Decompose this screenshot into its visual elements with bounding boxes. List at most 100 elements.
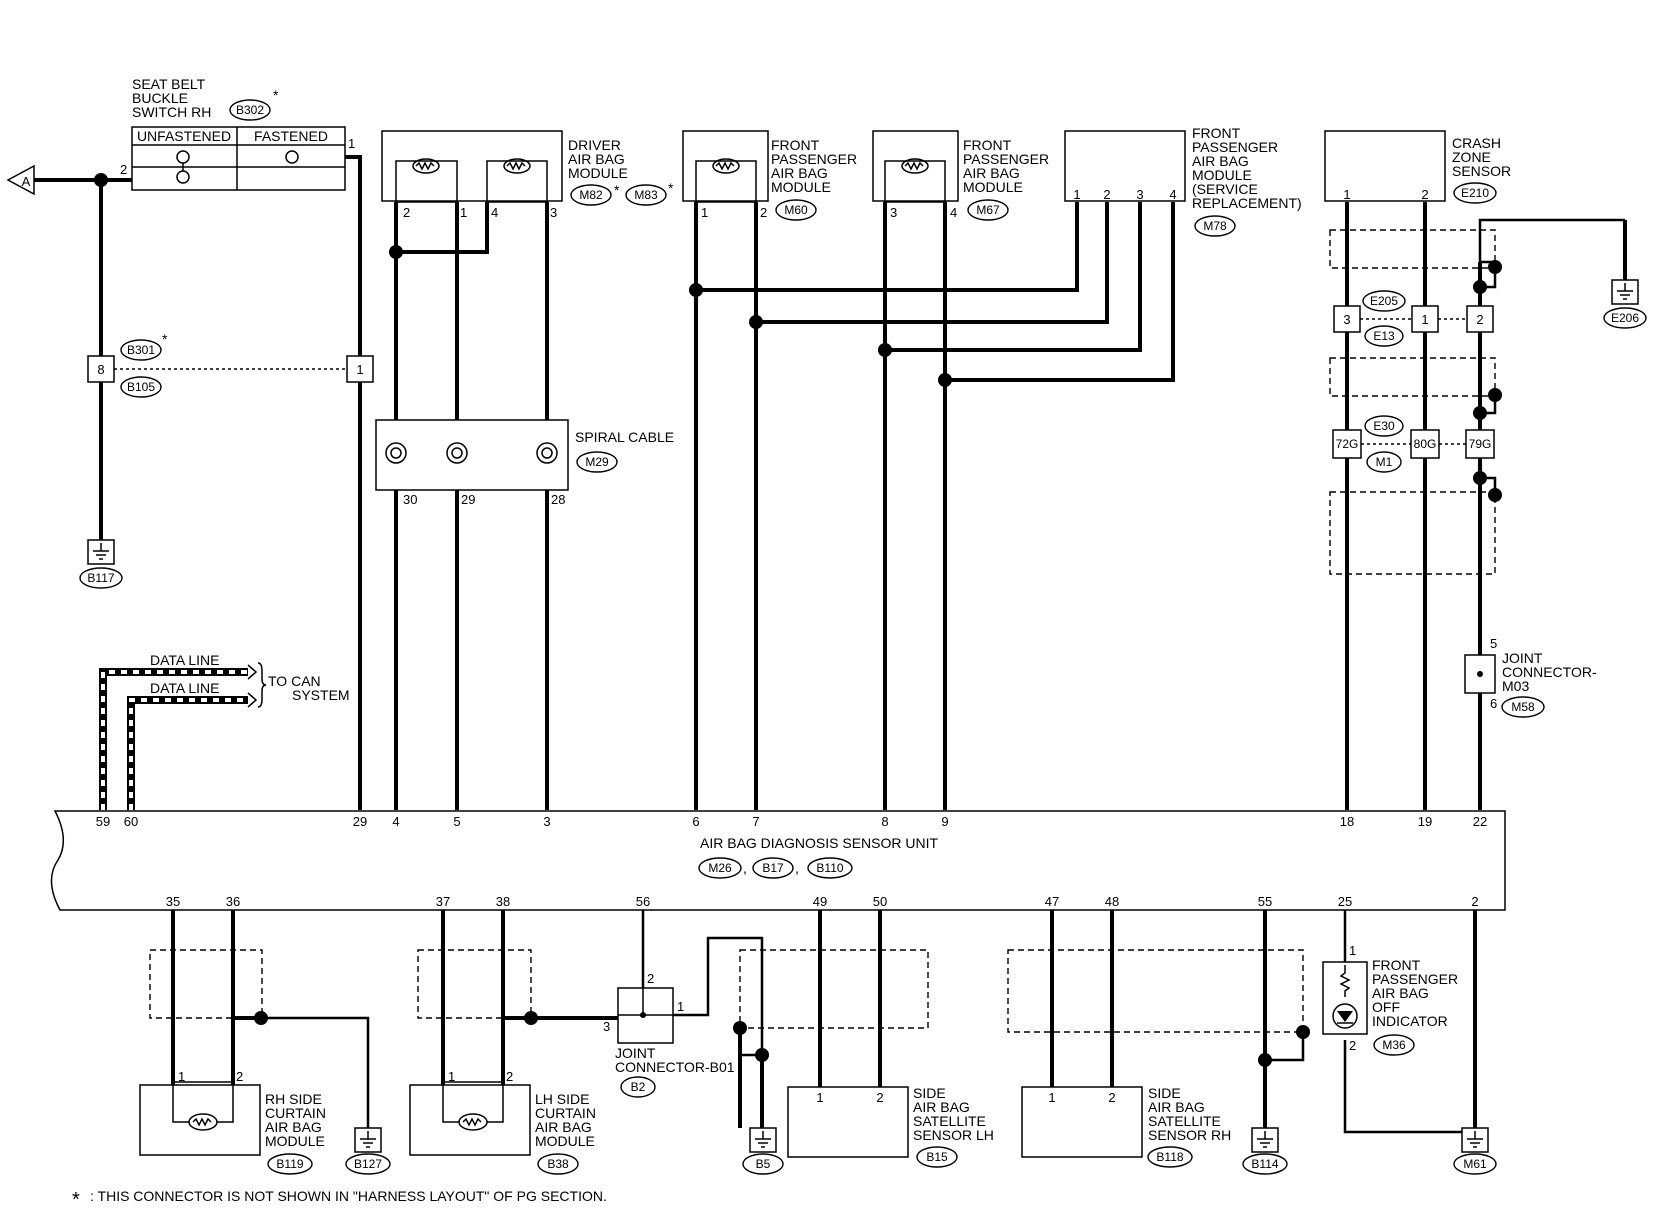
svg-text:1: 1 (816, 1090, 823, 1105)
svg-text:25: 25 (1338, 894, 1352, 909)
svg-text:28: 28 (551, 492, 565, 507)
svg-text:1: 1 (1048, 1090, 1055, 1105)
svg-text:2: 2 (1476, 312, 1483, 327)
svg-text:SYSTEM: SYSTEM (292, 687, 350, 703)
svg-text:TO CAN: TO CAN (268, 673, 321, 689)
svg-text:B117: B117 (87, 571, 114, 585)
svg-text:M29: M29 (585, 455, 609, 469)
svg-text:79G: 79G (1469, 437, 1492, 451)
front-passenger-airbag-m60: 1 2 FRONT PASSENGER AIR BAG MODULE M60 (682, 130, 857, 221)
svg-text:1: 1 (356, 362, 363, 377)
svg-text:E210: E210 (1461, 186, 1489, 200)
side-airbag-satellite-sensor-lh: 1 2 SIDE AIR BAG SATELLITE SENSOR LH B15 (787, 1085, 994, 1168)
svg-text:DRIVER: DRIVER (568, 137, 621, 153)
svg-text:8: 8 (881, 814, 888, 829)
svg-text:2: 2 (1349, 1038, 1356, 1053)
svg-text:MODULE: MODULE (963, 179, 1023, 195)
svg-text:36: 36 (226, 894, 240, 909)
svg-text:7: 7 (752, 814, 759, 829)
svg-text:DATA LINE: DATA LINE (150, 652, 220, 668)
ground-b5: B5 (742, 1055, 784, 1175)
svg-text:CURTAIN: CURTAIN (535, 1105, 596, 1121)
svg-text:B110: B110 (816, 861, 843, 875)
svg-text:1: 1 (1421, 312, 1428, 327)
svg-text:72G: 72G (1336, 437, 1359, 451)
offpage-marker-a: A (6, 164, 35, 196)
svg-text:59: 59 (96, 814, 110, 829)
svg-text:19: 19 (1418, 814, 1432, 829)
svg-text:29: 29 (353, 814, 367, 829)
svg-text:2: 2 (1103, 187, 1110, 202)
svg-text:LH SIDE: LH SIDE (535, 1091, 589, 1107)
svg-text:3: 3 (603, 1019, 610, 1034)
ground-b127: B127 (345, 1127, 391, 1175)
svg-text:3: 3 (1343, 312, 1350, 327)
svg-text:MODULE: MODULE (535, 1133, 595, 1149)
svg-text:JOINT: JOINT (615, 1045, 656, 1061)
svg-text:E205: E205 (1370, 294, 1398, 308)
svg-text:M78: M78 (1203, 219, 1227, 233)
svg-text:2: 2 (876, 1090, 883, 1105)
passenger-airbag-off-indicator: 1 2 FRONT PASSENGER AIR BAG OFF INDICATO… (1322, 943, 1458, 1056)
svg-text:AIR BAG: AIR BAG (1372, 985, 1429, 1001)
svg-text:6: 6 (692, 814, 699, 829)
svg-text:B118: B118 (1156, 1150, 1183, 1164)
svg-text:FRONT: FRONT (1372, 957, 1421, 973)
side-airbag-satellite-sensor-rh: 1 2 SIDE AIR BAG SATELLITE SENSOR RH B11… (1021, 1085, 1231, 1168)
svg-text:A: A (22, 174, 31, 189)
svg-text:4: 4 (392, 814, 399, 829)
svg-text:E13: E13 (1373, 329, 1395, 343)
rh-side-curtain-airbag: 1 2 RH SIDE CURTAIN AIR BAG MODULE B119 (139, 1069, 326, 1175)
svg-text:18: 18 (1340, 814, 1354, 829)
svg-text:1: 1 (1073, 187, 1080, 202)
svg-text:29: 29 (461, 492, 475, 507)
svg-text:8: 8 (97, 362, 104, 377)
svg-text:47: 47 (1045, 894, 1059, 909)
svg-text:B2: B2 (631, 1080, 646, 1094)
svg-text:1: 1 (348, 136, 355, 151)
svg-text:3: 3 (550, 205, 557, 220)
svg-text:1: 1 (677, 999, 684, 1014)
svg-text:50: 50 (873, 894, 887, 909)
svg-text:M36: M36 (1382, 1038, 1406, 1052)
svg-text:M67: M67 (976, 203, 1000, 217)
svg-text:SWITCH RH: SWITCH RH (132, 104, 211, 120)
svg-text:SIDE: SIDE (1148, 1085, 1181, 1101)
svg-text:B15: B15 (926, 1150, 948, 1164)
svg-text:AIR BAG: AIR BAG (568, 151, 625, 167)
svg-text:*: * (668, 180, 674, 196)
svg-text:*: * (614, 182, 620, 198)
ground-e206: E206 (1603, 279, 1647, 329)
svg-text:MODULE: MODULE (568, 165, 628, 181)
svg-text:3: 3 (543, 814, 550, 829)
svg-text:JOINT: JOINT (1502, 650, 1543, 666)
svg-text:4: 4 (950, 205, 957, 220)
splice-dots (94, 173, 1502, 1067)
svg-text:B119: B119 (276, 1157, 303, 1171)
inline-connector-b301: 8 1 B301 * B105 (87, 331, 374, 398)
svg-text:E206: E206 (1611, 311, 1639, 325)
svg-text:30: 30 (403, 492, 417, 507)
inline-connector-e205: 3 1 2 E205 E13 (1333, 290, 1494, 347)
svg-text:AIR BAG DIAGNOSIS SENSOR UNIT: AIR BAG DIAGNOSIS SENSOR UNIT (700, 835, 938, 851)
svg-text:55: 55 (1258, 894, 1272, 909)
svg-text:1: 1 (701, 205, 708, 220)
svg-text:UNFASTENED: UNFASTENED (137, 128, 231, 144)
svg-text:2: 2 (647, 971, 654, 986)
svg-text:2: 2 (403, 205, 410, 220)
svg-text:56: 56 (636, 894, 650, 909)
svg-text:*: * (162, 331, 168, 347)
svg-text:SATELLITE: SATELLITE (913, 1113, 986, 1129)
svg-text:M58: M58 (1511, 700, 1535, 714)
footnote: * : THIS CONNECTOR IS NOT SHOWN IN "HARN… (72, 1188, 607, 1211)
svg-text:E30: E30 (1373, 419, 1395, 433)
svg-text:60: 60 (124, 814, 138, 829)
svg-text:2: 2 (1421, 187, 1428, 202)
svg-text:2: 2 (236, 1069, 243, 1084)
svg-text:1: 1 (460, 205, 467, 220)
svg-text:PASSENGER: PASSENGER (963, 151, 1049, 167)
ground-b117: B117 (79, 539, 123, 589)
svg-text:B5: B5 (756, 1157, 771, 1171)
svg-text:3: 3 (1136, 187, 1143, 202)
